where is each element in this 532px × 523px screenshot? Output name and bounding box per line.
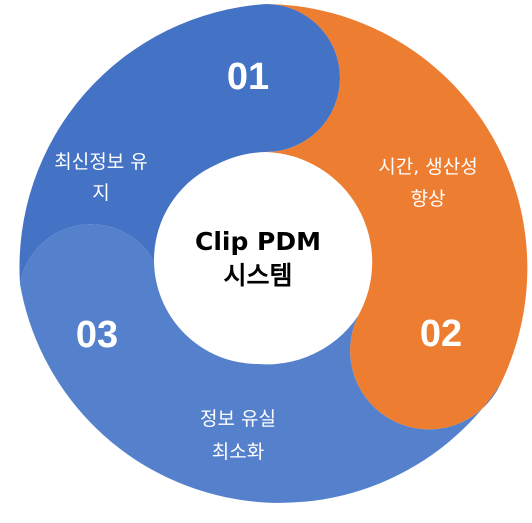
- center-circle: [154, 156, 362, 364]
- segment-01-number: 01: [227, 56, 269, 98]
- segment-02-label-line1: 시간, 생산성: [378, 156, 477, 178]
- center-title-line1: Clip PDM: [195, 227, 321, 256]
- segment-02-number: 02: [420, 313, 462, 355]
- segment-03-label-line2: 최소화: [212, 441, 264, 463]
- segment-01-label-line1: 최신정보 유: [54, 151, 147, 173]
- segment-02-shape: [266, 4, 528, 430]
- center-title-line2: 시스템: [223, 261, 292, 290]
- segment-01-shape: [19, 4, 341, 284]
- segment-03-label-line1: 정보 유실: [200, 408, 276, 430]
- segment-02-label-line2: 향상: [411, 188, 446, 210]
- segment-01-label-line2: 지: [92, 182, 109, 204]
- segment-03-shape: [20, 224, 500, 503]
- segment-03-number: 03: [76, 314, 118, 356]
